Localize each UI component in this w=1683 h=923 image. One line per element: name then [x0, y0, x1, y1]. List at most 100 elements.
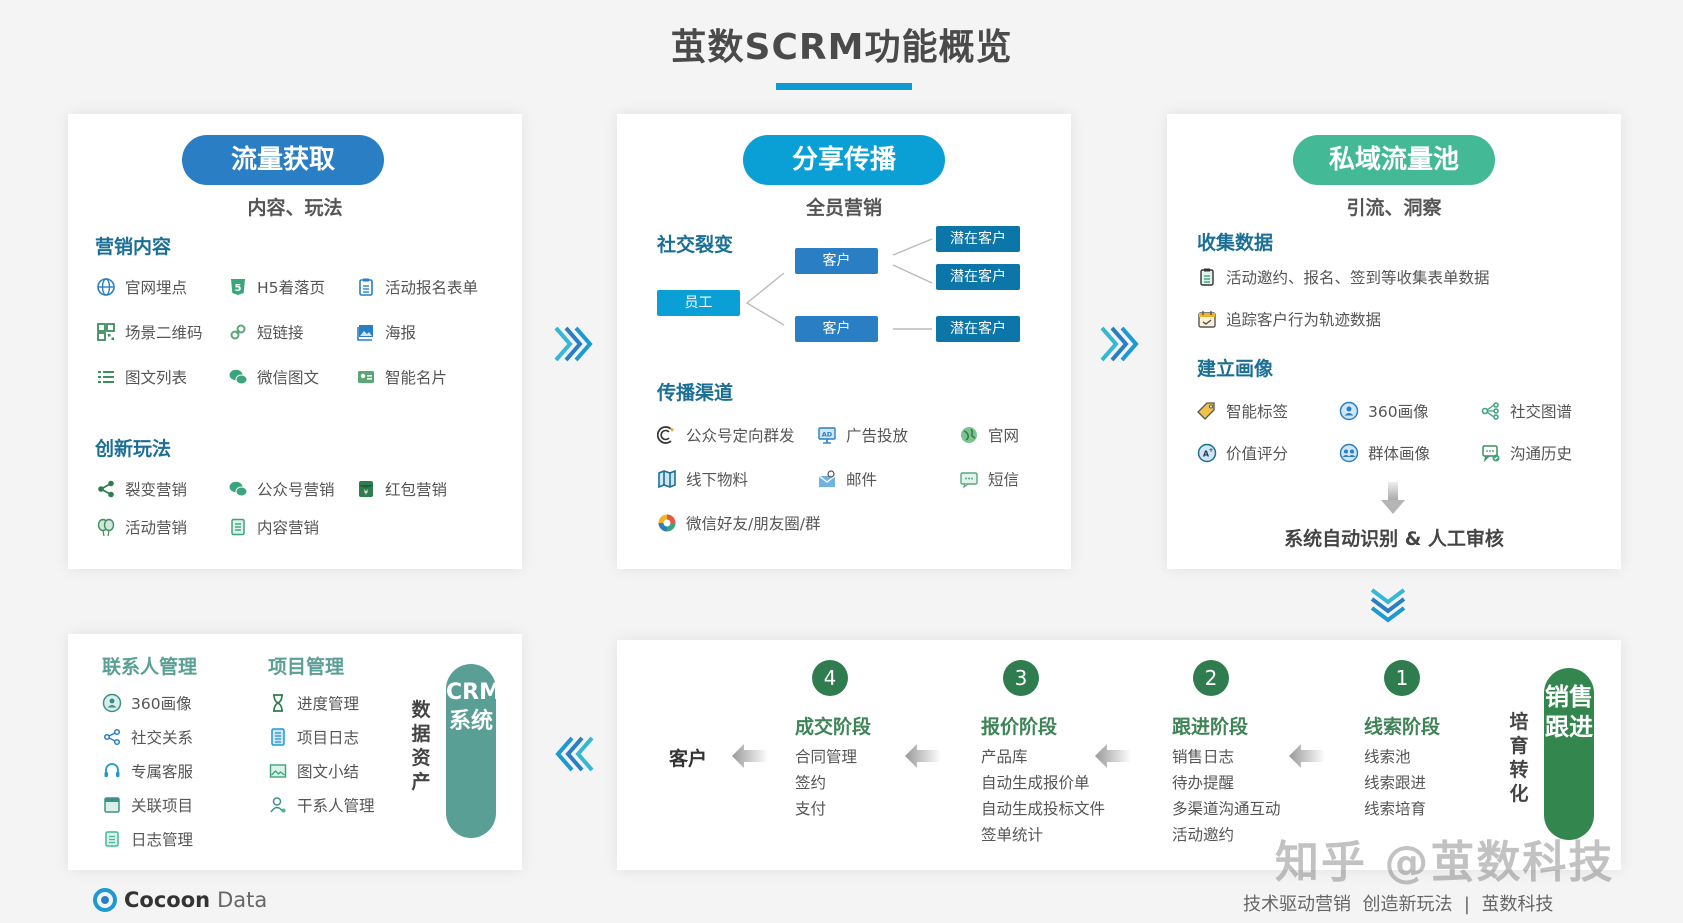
user-circle-icon	[1339, 401, 1359, 421]
user-circle-icon	[102, 693, 122, 713]
chevron-down-icon	[1370, 588, 1406, 623]
svg-text:5: 5	[235, 283, 242, 294]
item-360-profile[interactable]: 360画像	[1339, 400, 1429, 422]
item-event-marketing[interactable]: 活动营销	[96, 516, 187, 538]
item-wechat-moments[interactable]: 微信好友/朋友圈/群	[657, 512, 820, 534]
mail-icon	[817, 469, 837, 489]
node-employee: 员工	[657, 290, 740, 316]
item-form-data-collection[interactable]: 活动邀约、报名、签到等收集表单数据	[1197, 266, 1490, 288]
cocoon-logo-icon	[93, 888, 117, 912]
nurture-conversion-label: 培育转化	[1509, 711, 1529, 805]
share-icon	[102, 727, 122, 747]
stage-2-item: 待办提醒	[1172, 774, 1235, 792]
innovation-heading: 创新玩法	[95, 438, 172, 460]
item-progress-management[interactable]: 进度管理	[268, 692, 359, 714]
item-event-signup-form[interactable]: 活动报名表单	[356, 276, 478, 298]
fission-connector-lines	[745, 238, 933, 330]
item-article-list[interactable]: 图文列表	[96, 366, 187, 388]
item-smart-card[interactable]: 智能名片	[356, 366, 447, 388]
map-book-icon	[657, 469, 677, 489]
data-assets-label: 数据资产	[411, 699, 431, 793]
stage-1-item: 线索池	[1364, 748, 1411, 766]
item-behavior-tracking[interactable]: 追踪客户行为轨迹数据	[1197, 308, 1381, 330]
clipboard-icon	[1197, 267, 1217, 287]
hourglass-icon	[268, 693, 288, 713]
node-prospect-3: 潜在客户	[936, 316, 1020, 342]
item-value-score[interactable]: A+ 价值评分	[1197, 442, 1288, 464]
stage-3-item: 自动生成投标文件	[981, 800, 1106, 818]
brand-logo: Cocoon Data	[92, 887, 267, 913]
item-dedicated-support[interactable]: 专属客服	[102, 760, 193, 782]
item-ad-placement[interactable]: AD 广告投放	[817, 424, 908, 446]
chat-history-icon	[1481, 443, 1501, 463]
project-management-heading: 项目管理	[268, 656, 345, 678]
panel-private-traffic-pool: 私域流量池 引流、洞察 收集数据 活动邀约、报名、签到等收集表单数据 追踪客户行…	[1167, 114, 1621, 569]
build-profile-heading: 建立画像	[1197, 358, 1274, 380]
item-poster[interactable]: 海报	[356, 321, 416, 343]
item-wechat-article[interactable]: 微信图文	[228, 366, 319, 388]
folder-icon	[102, 795, 122, 815]
red-packet-icon: ¥	[356, 479, 376, 499]
item-scene-qrcode[interactable]: 场景二维码	[96, 321, 203, 343]
item-short-link[interactable]: 短链接	[228, 321, 304, 343]
item-content-marketing[interactable]: 内容营销	[228, 516, 319, 538]
item-fission-marketing[interactable]: 裂变营销	[96, 478, 187, 500]
html5-icon: 5	[228, 277, 248, 297]
marketing-content-heading: 营销内容	[95, 236, 172, 258]
collect-data-heading: 收集数据	[1197, 232, 1274, 254]
person-icon	[268, 795, 288, 815]
tag-icon	[1197, 401, 1217, 421]
item-contact-360[interactable]: 360画像	[102, 692, 192, 714]
chevron-right-icon	[554, 326, 593, 362]
stage-3-item: 自动生成报价单	[981, 774, 1090, 792]
item-log-management[interactable]: 日志管理	[102, 828, 193, 850]
item-h5-landing[interactable]: 5 H5着落页	[228, 276, 325, 298]
stage-4-item: 支付	[795, 800, 827, 818]
item-group-profile[interactable]: 群体画像	[1339, 442, 1430, 464]
stage-2-number: 2	[1193, 660, 1229, 696]
arrow-left-icon	[1289, 744, 1325, 768]
item-image-text-summary[interactable]: 图文小结	[268, 760, 359, 782]
item-social-graph[interactable]: 社交图谱	[1481, 400, 1572, 422]
item-offline-materials[interactable]: 线下物料	[657, 468, 748, 490]
image-icon	[356, 322, 376, 342]
panel-sales-followup: 客户 4 成交阶段 合同管理 签约 支付 3 报价阶段 产品库 自动生成报价单 …	[617, 640, 1621, 870]
wechat-icon	[228, 479, 248, 499]
contacts-management-heading: 联系人管理	[102, 656, 198, 678]
stage-2-title: 跟进阶段	[1172, 716, 1249, 738]
item-smart-tags[interactable]: 智能标签	[1197, 400, 1288, 422]
stage-1-number: 1	[1384, 660, 1420, 696]
watermark: 知乎 @茧数科技	[1275, 837, 1615, 888]
item-sms[interactable]: 短信	[959, 468, 1019, 490]
item-official-account-marketing[interactable]: 公众号营销	[228, 478, 335, 500]
item-communication-history[interactable]: 沟通历史	[1481, 442, 1572, 464]
item-linked-projects[interactable]: 关联项目	[102, 794, 193, 816]
stage-4-item: 签约	[795, 774, 827, 792]
panel-traffic-acquisition: 流量获取 内容、玩法 营销内容 官网埋点 5 H5着落页 活动报名表单 场景二维…	[68, 114, 522, 569]
svg-text:¥: ¥	[364, 489, 369, 497]
private-subtitle: 引流、洞察	[1346, 197, 1442, 219]
social-fission-heading: 社交裂变	[657, 234, 734, 256]
chevron-left-icon	[555, 736, 594, 772]
share-icon	[96, 479, 116, 499]
item-stakeholder-management[interactable]: 干系人管理	[268, 794, 375, 816]
link-icon	[228, 322, 248, 342]
svg-text:+: +	[1208, 447, 1213, 454]
panel-crm-system: 联系人管理 项目管理 360画像 社交关系 专属客服 关联项目 日志管理 进度管…	[68, 634, 522, 870]
list-icon	[96, 367, 116, 387]
item-project-log[interactable]: 项目日志	[268, 726, 359, 748]
wechat-icon	[228, 367, 248, 387]
item-targeted-broadcast[interactable]: 公众号定向群发	[657, 424, 795, 446]
footer-slogan: 技术驱动营销 创造新玩法 | 茧数科技	[1243, 894, 1554, 915]
item-red-packet-marketing[interactable]: ¥ 红包营销	[356, 478, 447, 500]
item-official-site-tracking[interactable]: 官网埋点	[96, 276, 187, 298]
traffic-subtitle: 内容、玩法	[247, 197, 343, 219]
item-email[interactable]: 邮件	[817, 468, 877, 490]
item-social-relations[interactable]: 社交关系	[102, 726, 193, 748]
stage-3-title: 报价阶段	[981, 716, 1058, 738]
stage-2-item: 销售日志	[1172, 748, 1235, 766]
item-official-website[interactable]: 官网	[959, 424, 1019, 446]
globe-icon	[959, 425, 979, 445]
card-icon	[356, 367, 376, 387]
ad-icon: AD	[817, 425, 837, 445]
